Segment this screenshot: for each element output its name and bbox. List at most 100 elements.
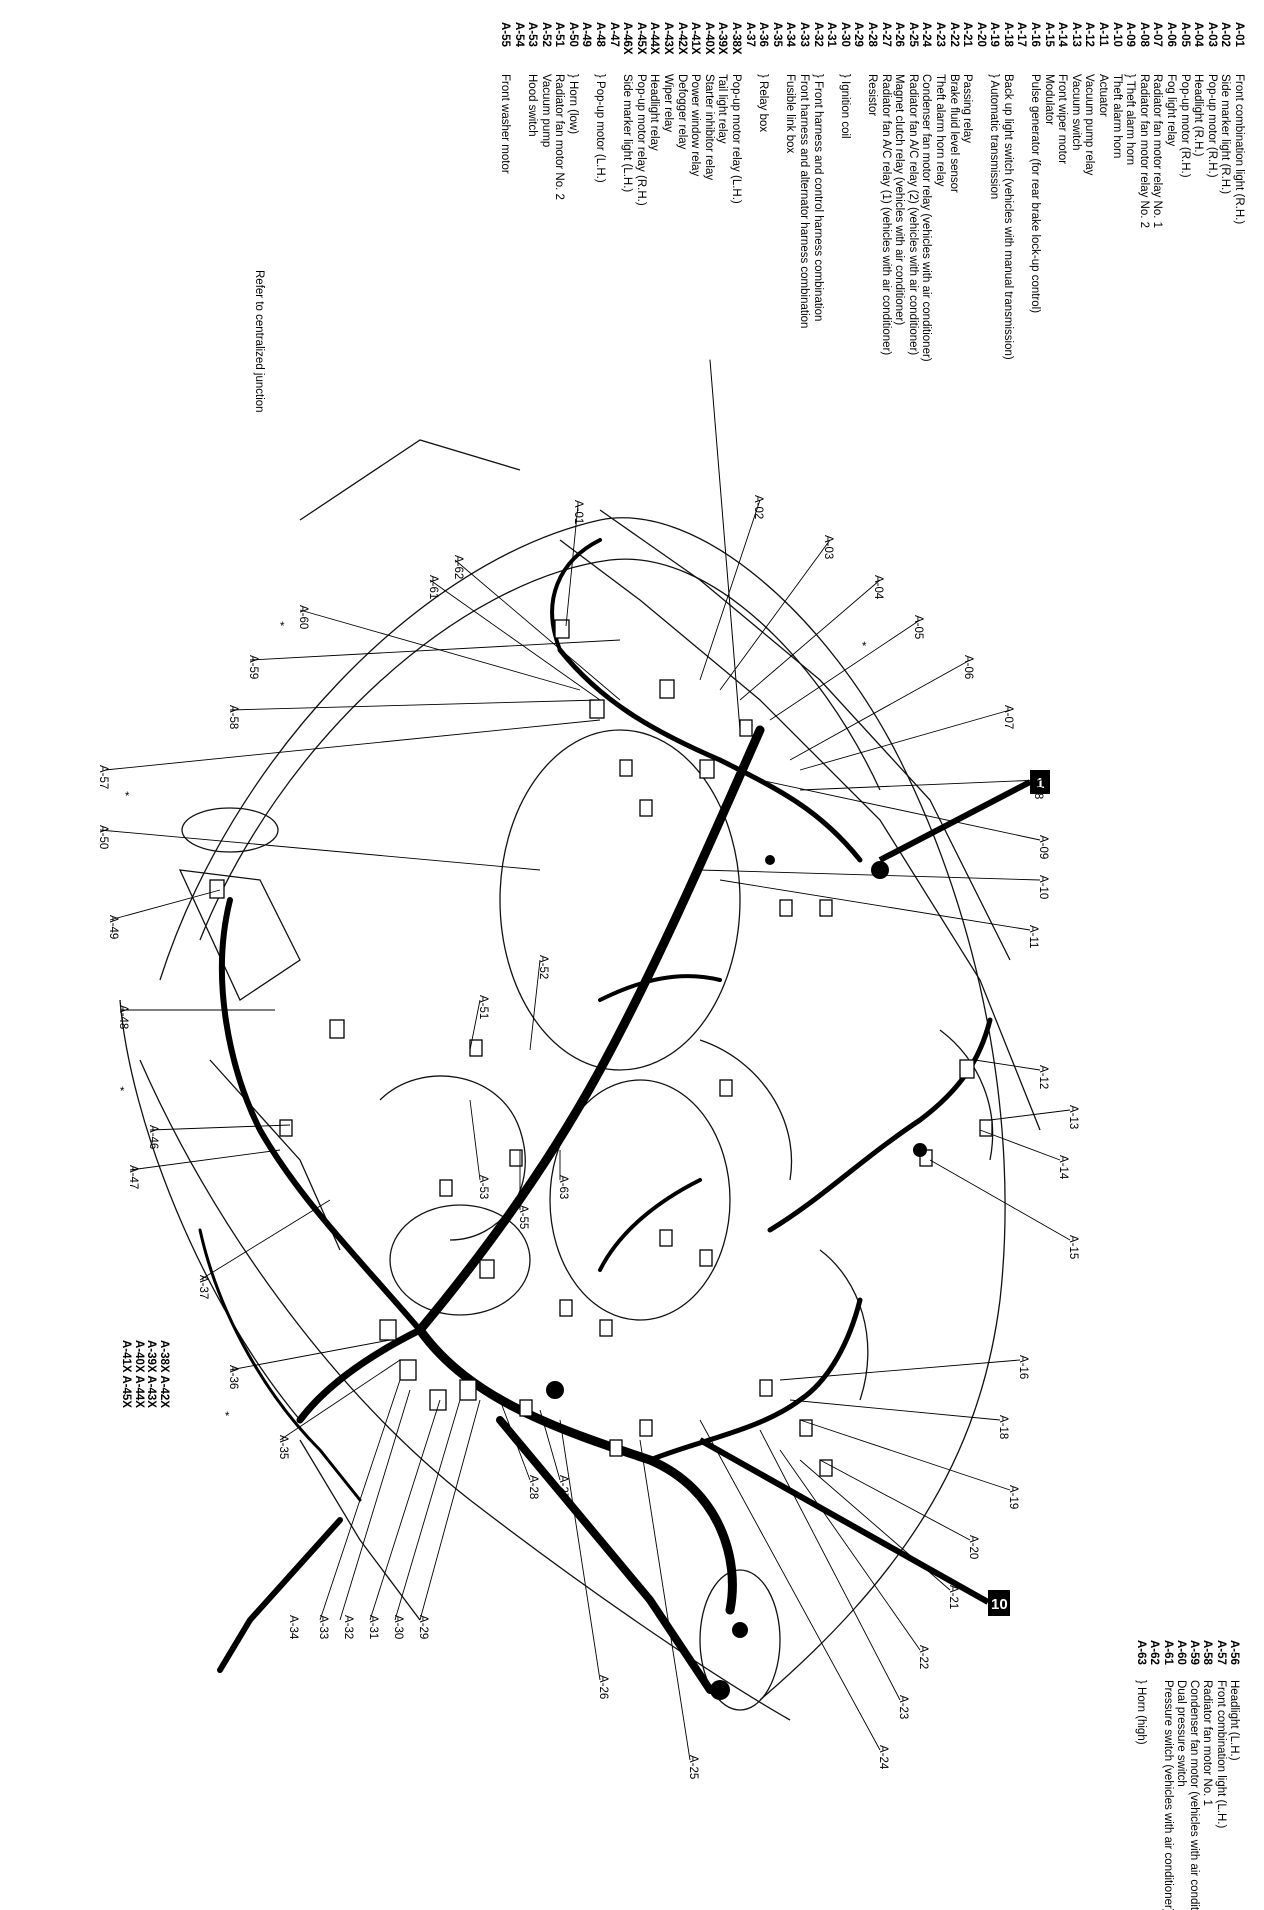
legend-left-code: A-44X (648, 22, 661, 55)
callout-label: A-47 (127, 1165, 139, 1189)
legend-left-row: A-40XStarter inhibitor relay (701, 22, 715, 362)
badge-10-label: 10 (991, 1596, 1008, 1613)
callout-label: A-07 (1002, 705, 1014, 729)
legend-left-code: A-43X (662, 22, 675, 55)
refer-note: Refer to centralized junction (253, 270, 265, 413)
legend-right-desc: Front combination light (L.H.) (1214, 1680, 1227, 1829)
legend-left-desc: Tail light relay (716, 74, 729, 144)
legend-left-code: A-14 (1056, 22, 1069, 47)
callout-label: A-21 (947, 1585, 959, 1609)
legend-left-desc: Defogger relay (675, 74, 688, 150)
legend-left-row: A-03Pop-up motor (R.H.) (1204, 22, 1218, 362)
callout-label: A-46 (147, 1125, 159, 1149)
legend-left-desc: Pop-up motor (R.H.) (1178, 74, 1191, 178)
legend-left-desc: Theft alarm horn relay (933, 74, 946, 187)
legend-left-row: A-11Actuator (1095, 22, 1109, 362)
callout-label: A-32 (342, 1615, 354, 1639)
relay-callout-row: A-39X A-43X (145, 1340, 158, 1408)
legend-left-desc: Modulator (1042, 74, 1055, 126)
legend-left-desc: Wiper relay (662, 74, 675, 133)
legend-left-code: A-51 (553, 22, 566, 47)
legend-right-code: A-58 (1201, 1640, 1214, 1665)
legend-left-row: A-36} Relay box (756, 22, 770, 362)
legend-left-row: A-47 (606, 22, 620, 362)
legend-left-code: A-04 (1192, 22, 1205, 47)
legend-left-row: A-20 (973, 22, 987, 362)
legend-left-code: A-06 (1165, 22, 1178, 47)
legend-right-desc: } Horn (high) (1134, 1680, 1147, 1745)
callout-label: A-62 (452, 555, 464, 579)
legend-left-desc: Fog light relay (1165, 74, 1178, 147)
legend-left-desc: Theft alarm horn (1110, 74, 1123, 159)
legend-left-code: A-48 (594, 22, 607, 47)
legend-left-row: A-43X Wiper relay (660, 22, 674, 362)
callout-label: A-27 (557, 1475, 569, 1499)
legend-left-desc: Front harness and alternator harness com… (798, 74, 810, 329)
legend-left-row: A-21Passing relay (960, 22, 974, 362)
callout-label: A-60 (297, 605, 309, 629)
legend-left-code: A-32 (811, 22, 824, 47)
legend-left-row: A-05Pop-up motor (R.H.) (1177, 22, 1191, 362)
legend-left-row: A-22Brake fluid level sensor (946, 22, 960, 362)
legend-left-code: A-42X (675, 22, 688, 55)
legend-left-row: A-35 (769, 22, 783, 362)
svg-text:*: * (280, 621, 285, 633)
legend-left-desc: Back up light switch (vehicles with manu… (1001, 74, 1014, 360)
callout-label: A-26 (597, 1675, 609, 1699)
legend-left-row: A-27Radiator fan A/C relay (1) (vehicles… (878, 22, 892, 362)
legend-left-row: A-15Modulator (1041, 22, 1055, 362)
legend-left-desc: Radiator fan motor No. 2 (553, 74, 566, 200)
legend-right: A-56Headlight (L.H.)A-57Front combinatio… (1134, 1640, 1240, 1910)
legend-left-code: A-23 (933, 22, 946, 47)
legend-left-desc: } Ignition coil (838, 74, 851, 139)
legend-right-row: A-63} Horn (high) (1134, 1640, 1147, 1910)
legend-left-code: A-18 (1001, 22, 1014, 47)
callout-label: A-04 (872, 575, 884, 600)
legend-right-row: A-60Dual pressure switch (1174, 1640, 1187, 1910)
legend-left-code: A-36 (757, 22, 770, 47)
legend-left-row: A-13Vacuum switch (1068, 22, 1082, 362)
legend-right-row: A-62 (1147, 1640, 1160, 1910)
legend-left-row: A-17 (1014, 22, 1028, 362)
legend-right-code: A-61 (1161, 1640, 1174, 1665)
legend-left-code: A-24 (920, 22, 933, 47)
legend-right-code: A-57 (1214, 1640, 1227, 1665)
legend-left-row: A-53Hood switch (525, 22, 538, 362)
callout-label: A-49 (107, 915, 119, 939)
legend-left-desc: Magnet clutch relay (vehicles with air c… (893, 74, 906, 326)
callout-label: A-01 (572, 500, 584, 524)
svg-text:*: * (125, 791, 130, 803)
callout-label: A-06 (962, 655, 974, 679)
legend-left-row: A-34Fusible link box (783, 22, 796, 362)
legend-left-row: A-29 (851, 22, 864, 362)
legend-left-code: A-38X (730, 22, 743, 55)
legend-left-desc: Pulse generator (for rear brake lock-up … (1029, 74, 1042, 314)
legend-right-code: A-56 (1228, 1640, 1240, 1665)
callout-label: A-51 (477, 995, 489, 1019)
svg-text:*: * (862, 641, 867, 653)
callout-label: A-34 (287, 1615, 299, 1640)
legend-right-code: A-59 (1188, 1640, 1201, 1665)
legend-left-code: A-49 (580, 22, 593, 47)
legend-left-code: A-33 (798, 22, 810, 47)
legend-left-row: A-16Pulse generator (for rear brake lock… (1028, 22, 1042, 362)
legend-left-row: A-25Radiator fan A/C relay (2) (vehicles… (905, 22, 919, 362)
callout-label: A-02 (752, 495, 764, 519)
legend-left-code: A-07 (1151, 22, 1164, 47)
callout-label: A-35 (277, 1435, 289, 1459)
legend-left-row: A-04Headlight (R.H.) (1191, 22, 1205, 362)
legend-left-row: A-42X Defogger relay (674, 22, 688, 362)
legend-left-row: A-32} Front harness and control harness … (810, 22, 824, 362)
legend-left-desc: Headlight (R.H.) (1192, 74, 1205, 157)
legend-left-row: A-49 (579, 22, 593, 362)
legend-left-desc: Vacuum pump (539, 74, 552, 148)
legend-left-desc: Radiator fan A/C relay (1) (vehicles wit… (879, 74, 892, 356)
legend-left-row: A-52Vacuum pump (538, 22, 552, 362)
callout-label: A-48 (117, 1005, 129, 1029)
legend-left-code: A-16 (1029, 22, 1042, 47)
legend-right-code: A-62 (1148, 1640, 1161, 1665)
legend-left-desc: Passing relay (961, 74, 974, 144)
relay-callout-row: A-41X A-45X (120, 1340, 133, 1408)
